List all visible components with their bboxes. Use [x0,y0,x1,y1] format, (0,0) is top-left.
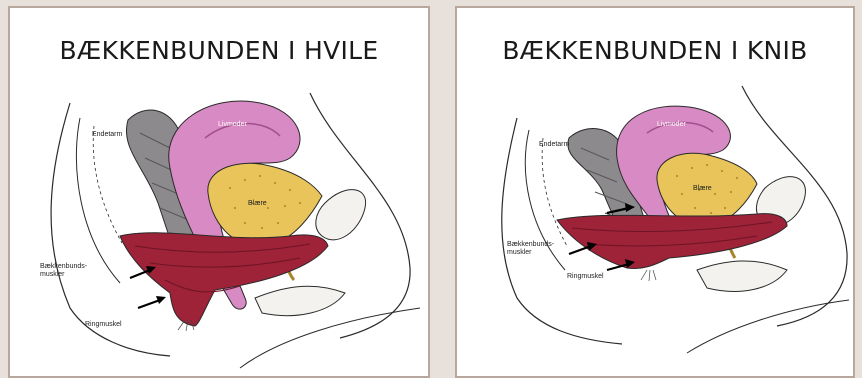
vagina [697,261,787,291]
pelvic-floor-rest-diagram: Endetarm Livmoder Blære Bækkenbunds- mus… [10,8,428,376]
thigh-outline [687,300,849,353]
label-livmoder: Livmoder [657,121,686,128]
label-ringmuskel: Ringmuskel [85,321,122,328]
pelvic-floor-muscle [557,214,787,269]
label-blaere: Blære [248,200,267,207]
label-baekkenbund: Bækkenbunds- [40,263,88,270]
panel-rest: BÆKKENBUNDEN I HVILE Endetarm [8,6,430,378]
pubic-bone [316,190,366,240]
label-livmoder: Livmoder [218,121,247,128]
label-blaere: Blære [693,185,712,192]
label-endetarm: Endetarm [539,141,570,148]
back-outline [76,118,120,283]
spine-outline [542,138,567,246]
vagina [255,286,345,315]
label-endetarm: Endetarm [92,131,123,138]
label-muskler: muskler [507,249,532,256]
panel-squeeze: BÆKKENBUNDEN I KNIB Endetarm Livmoder Bl… [455,6,855,378]
label-muskler: muskler [40,271,65,278]
arrow-sphincter [138,296,166,308]
spine-outline [93,126,122,243]
thigh-outline [240,308,420,368]
label-ringmuskel: Ringmuskel [567,273,604,280]
hair-icon [641,270,656,281]
pelvic-floor-squeeze-diagram: Endetarm Livmoder Blære Bækkenbunds- mus… [457,8,853,376]
label-baekkenbund: Bækkenbunds- [507,241,555,248]
